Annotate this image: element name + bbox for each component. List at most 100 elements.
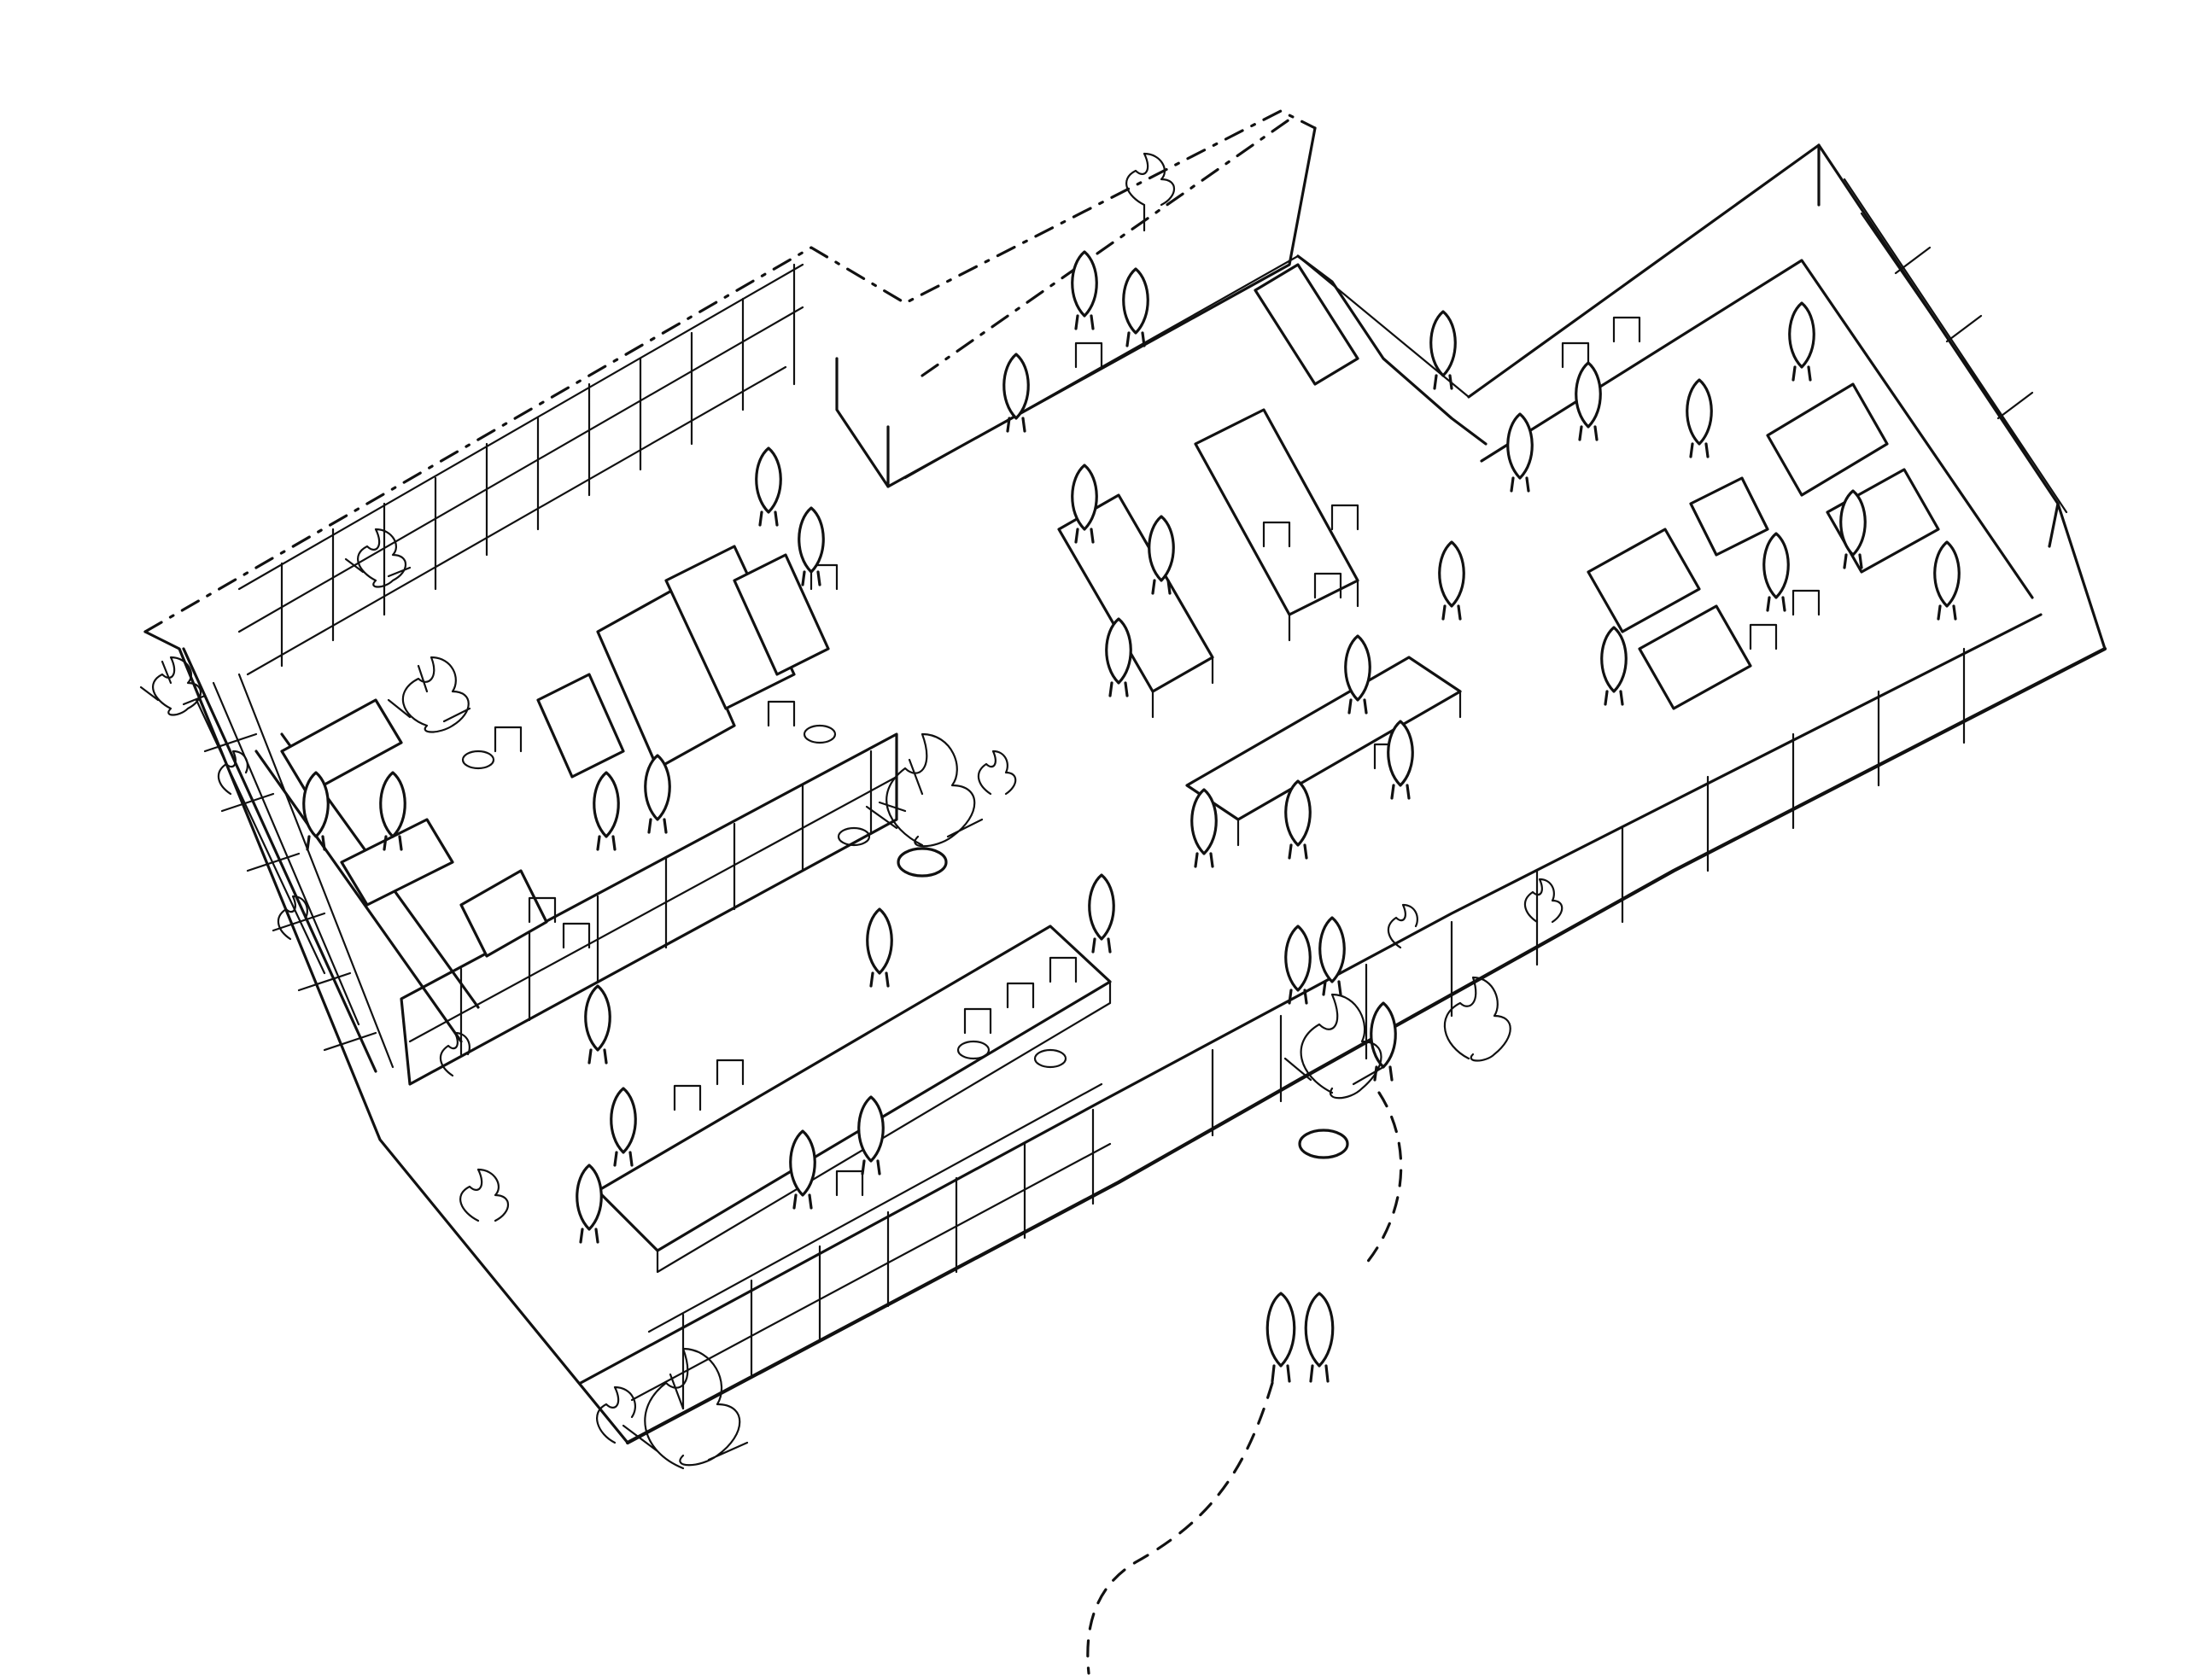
plant — [387, 656, 471, 733]
plant — [1523, 878, 1564, 924]
lounge-sofa-3 — [733, 553, 830, 676]
plant — [439, 1031, 471, 1077]
stool — [461, 750, 495, 770]
person — [1122, 267, 1149, 347]
right-desk-3 — [1766, 382, 1889, 497]
rear-left-wall-top — [143, 109, 1317, 633]
person — [798, 506, 825, 586]
person — [644, 754, 671, 834]
wall-shelving — [195, 178, 2068, 1410]
rear-top-wall — [921, 118, 1291, 377]
right-desk-2 — [1638, 604, 1752, 710]
entry-path-line — [1365, 1091, 1403, 1265]
person — [379, 771, 406, 851]
stool — [837, 826, 871, 847]
plant — [1125, 152, 1176, 232]
person — [1933, 540, 1961, 621]
person — [1600, 626, 1628, 706]
right-wing-shelving — [1843, 178, 2068, 514]
left-lounge-table — [459, 869, 548, 958]
person — [302, 771, 330, 851]
person — [857, 1095, 885, 1175]
person — [1318, 916, 1346, 996]
plant-pot — [1298, 1129, 1349, 1159]
person — [1686, 378, 1713, 458]
person — [1438, 540, 1465, 621]
person — [1284, 779, 1312, 860]
interior-partition — [254, 732, 898, 1086]
person — [1839, 489, 1867, 569]
left-lounge-bench-2 — [340, 818, 454, 907]
chair-group — [494, 316, 1821, 1197]
person — [755, 446, 782, 527]
plant — [459, 1168, 510, 1222]
plant — [977, 750, 1017, 796]
plant-pot — [897, 847, 948, 878]
front-shelving-grid — [630, 647, 1966, 1410]
lounge-table — [536, 673, 625, 779]
plant — [865, 732, 984, 848]
work-tables — [280, 263, 1940, 1274]
plant — [1387, 903, 1418, 949]
front-wall-top — [579, 613, 2043, 1385]
rear-corner-table — [1254, 263, 1359, 386]
visitor — [1265, 1292, 1296, 1383]
plant — [277, 895, 308, 941]
person — [1088, 873, 1115, 954]
center-table-2 — [1194, 408, 1359, 616]
rear-block — [835, 126, 1317, 488]
person — [1071, 464, 1098, 544]
left-shelving-grid — [195, 673, 395, 1069]
right-wing-edge — [1817, 143, 2060, 548]
person — [1148, 515, 1175, 595]
person — [866, 907, 893, 988]
lounge-sofa-1 — [596, 587, 736, 770]
left-lounge-bench-1 — [280, 698, 403, 796]
person — [576, 1164, 603, 1244]
person — [1370, 1001, 1397, 1082]
plant — [217, 750, 248, 796]
left-end-wall — [143, 630, 629, 1444]
plant — [344, 528, 412, 588]
stool — [1033, 1048, 1067, 1069]
stool — [956, 1040, 991, 1060]
person — [1071, 250, 1098, 330]
people — [302, 250, 1961, 1383]
person — [789, 1129, 816, 1210]
right-desk-5 — [1689, 476, 1769, 557]
plant — [622, 1347, 749, 1470]
plant — [139, 656, 207, 716]
person — [1284, 925, 1312, 1005]
inner-right-wall — [1296, 254, 1488, 446]
person — [1429, 310, 1457, 390]
lounge-sofa-2 — [664, 545, 796, 710]
visitor — [1304, 1292, 1335, 1383]
person — [1762, 532, 1790, 612]
person — [584, 984, 611, 1065]
central-partition — [400, 732, 898, 1086]
person — [1105, 617, 1132, 697]
right-desk-1 — [1587, 528, 1701, 633]
plants — [139, 152, 1564, 1470]
rear-block-inner — [903, 254, 1470, 480]
person — [593, 771, 620, 851]
person — [1387, 720, 1414, 800]
center-table-legs — [1151, 579, 1462, 847]
person — [1002, 353, 1030, 433]
person — [1788, 301, 1815, 382]
center-table-3 — [1185, 656, 1462, 821]
person — [1575, 361, 1602, 441]
person — [610, 1087, 637, 1167]
plant — [1443, 976, 1511, 1062]
rear-shelving-grid — [237, 263, 804, 676]
central-partition-grid — [408, 750, 898, 1056]
plant — [596, 1385, 637, 1444]
person — [1190, 788, 1218, 868]
stool — [803, 724, 837, 744]
approach-path-line — [1086, 1381, 1274, 1675]
plant — [1283, 993, 1385, 1100]
person — [1344, 634, 1371, 715]
person — [1506, 412, 1534, 493]
